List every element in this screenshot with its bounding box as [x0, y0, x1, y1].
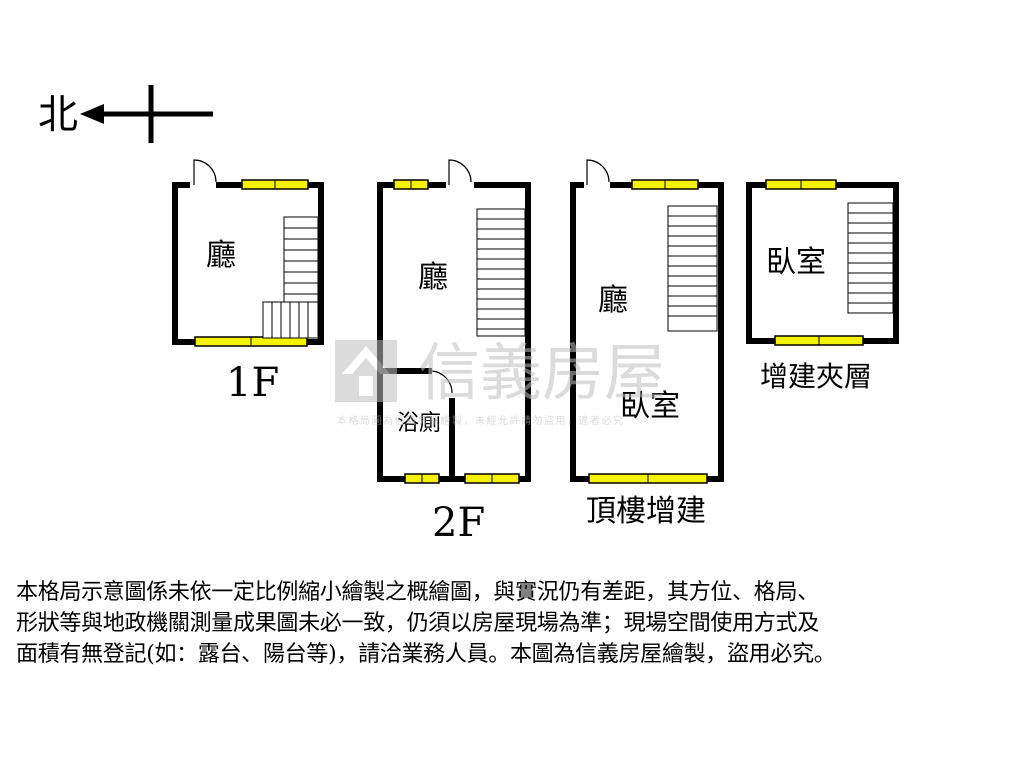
floor-1f: 廳 1F	[172, 159, 324, 406]
door-swing-icon	[586, 159, 610, 185]
staircase-icon	[667, 205, 718, 332]
watermark: 信義房屋 本格局圖為信義房屋繪製，未經允許請勿盜用，違者必究	[335, 336, 666, 427]
floor-label: 頂樓增建	[586, 494, 706, 529]
disclaimer-text: 本格局示意圖係未依一定比例縮小繪製之概繪圖，與實況仍有差距，其方位、格局、 形狀…	[16, 577, 1016, 670]
north-compass: 北	[38, 85, 213, 143]
north-label: 北	[38, 92, 78, 138]
staircase-icon	[476, 208, 526, 337]
compass-arrowhead-icon	[80, 104, 104, 124]
room-label: 廳	[598, 283, 628, 318]
brand-logo-icon	[335, 340, 397, 402]
door-swing-icon	[431, 370, 453, 394]
door-swing-icon	[193, 159, 217, 185]
staircase-icon	[847, 202, 894, 314]
watermark-notice: 本格局圖為信義房屋繪製，未經允許請勿盜用，違者必究	[337, 414, 625, 427]
room-label: 臥室	[766, 245, 826, 280]
floor-mezzanine-addition: 臥室 增建夾層	[746, 179, 899, 393]
room-label: 廳	[206, 238, 236, 273]
room-label: 臥室	[620, 389, 680, 424]
room-label: 廳	[418, 260, 448, 295]
room-label: 浴廁	[397, 411, 441, 436]
staircase-icon	[262, 216, 319, 339]
door-swing-icon	[448, 159, 472, 185]
floor-label: 1F	[226, 360, 279, 406]
disclaimer-line: 本格局示意圖係未依一定比例縮小繪製之概繪圖，與實況仍有差距，其方位、格局、	[16, 580, 819, 605]
disclaimer-line: 形狀等與地政機關測量成果圖未必一致，仍須以房屋現場為準；現場空間使用方式及	[16, 611, 819, 636]
disclaimer-line: 面積有無登記(如：露台、陽台等)，請洽業務人員。本圖為信義房屋繪製，盜用必究。	[16, 642, 836, 667]
floor-2f: 廳 浴廁 2F	[377, 159, 531, 546]
watermark-brand: 信義房屋	[418, 336, 666, 409]
floor-rooftop-addition: 廳 臥室 頂樓增建	[570, 159, 724, 529]
floor-label: 增建夾層	[760, 360, 872, 393]
floor-label: 2F	[432, 500, 485, 546]
